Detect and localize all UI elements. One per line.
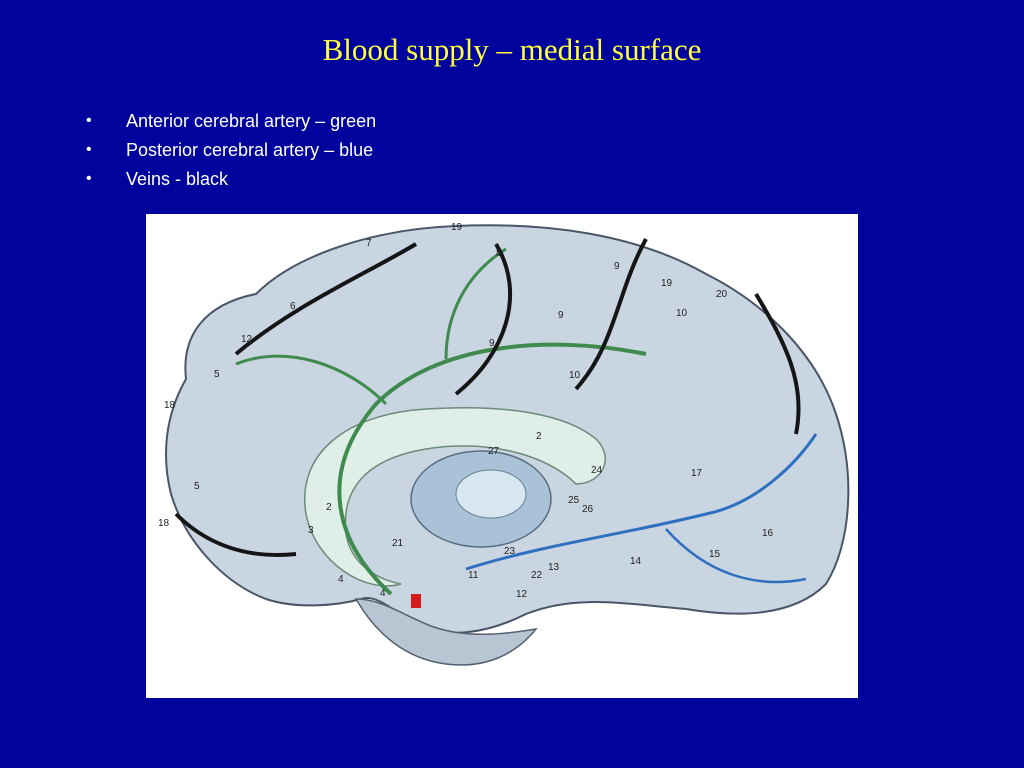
brain-medial-surface-figure: 19 7 8 9 19 6 20 10 12 9 9 5 10 18 2 27 … [146,214,858,698]
slide-title: Blood supply – medial surface [322,32,702,67]
label-27: 27 [488,446,500,457]
label-13: 13 [548,562,560,573]
label-10-center: 10 [569,370,581,381]
vein [454,242,512,396]
bullet-dot-icon: • [86,141,92,158]
label-7: 7 [366,238,372,249]
label-11: 11 [468,570,479,581]
vein [754,292,801,435]
label-4-lower: 4 [380,588,386,599]
anterior-cerebral-artery-branch [235,354,388,406]
bullet-posterior-cerebral-artery: • Posterior cerebral artery – blue [86,137,376,166]
label-9: 9 [614,261,620,272]
bullet-text: Posterior cerebral artery – blue [126,140,374,160]
bullet-dot-icon: • [86,112,92,129]
label-12-lower: 12 [516,589,528,600]
label-9-left: 9 [489,338,495,349]
label-9-center: 9 [558,310,564,321]
brain-illustration: 19 7 8 9 19 6 20 10 12 9 9 5 10 18 2 27 … [158,222,850,666]
label-12: 12 [241,334,253,345]
brainstem-shape [354,598,538,666]
bullet-text: Veins - black [126,169,229,189]
label-18-lower: 18 [158,518,170,529]
vein [574,238,648,391]
anterior-cerebral-artery [337,342,647,596]
label-8: 8 [496,248,502,259]
label-16: 16 [762,528,774,539]
label-19-right: 19 [661,278,673,289]
label-14: 14 [630,556,642,567]
label-2-top: 2 [536,431,542,442]
label-5: 5 [214,369,220,380]
red-marker [411,594,421,608]
label-6: 6 [290,301,296,312]
vein [174,512,297,557]
anterior-cerebral-artery-branch [444,247,507,360]
label-23: 23 [504,546,516,557]
label-24: 24 [591,465,603,476]
label-3: 3 [308,525,314,536]
bullet-list: • Anterior cerebral artery – green • Pos… [86,108,376,195]
ventricle-shape [455,469,527,519]
label-17: 17 [691,468,703,479]
label-15: 15 [709,549,721,560]
label-4: 4 [338,574,344,585]
corpus-callosum-shape [304,407,606,587]
label-25: 25 [568,495,580,506]
label-20: 20 [716,289,728,300]
label-18: 18 [164,400,176,411]
label-5-lower: 5 [194,481,200,492]
posterior-cerebral-artery [465,433,818,571]
vein [234,242,418,356]
label-19: 19 [451,222,463,233]
label-22: 22 [531,570,543,581]
posterior-cerebral-artery-branch [665,528,807,584]
label-26: 26 [582,504,594,515]
label-21: 21 [392,538,404,549]
bullet-text: Anterior cerebral artery – green [126,111,377,131]
bullet-dot-icon: • [86,170,92,187]
bullet-veins: • Veins - black [86,166,376,195]
label-10: 10 [676,308,688,319]
label-2: 2 [326,502,332,513]
bullet-anterior-cerebral-artery: • Anterior cerebral artery – green [86,108,376,137]
